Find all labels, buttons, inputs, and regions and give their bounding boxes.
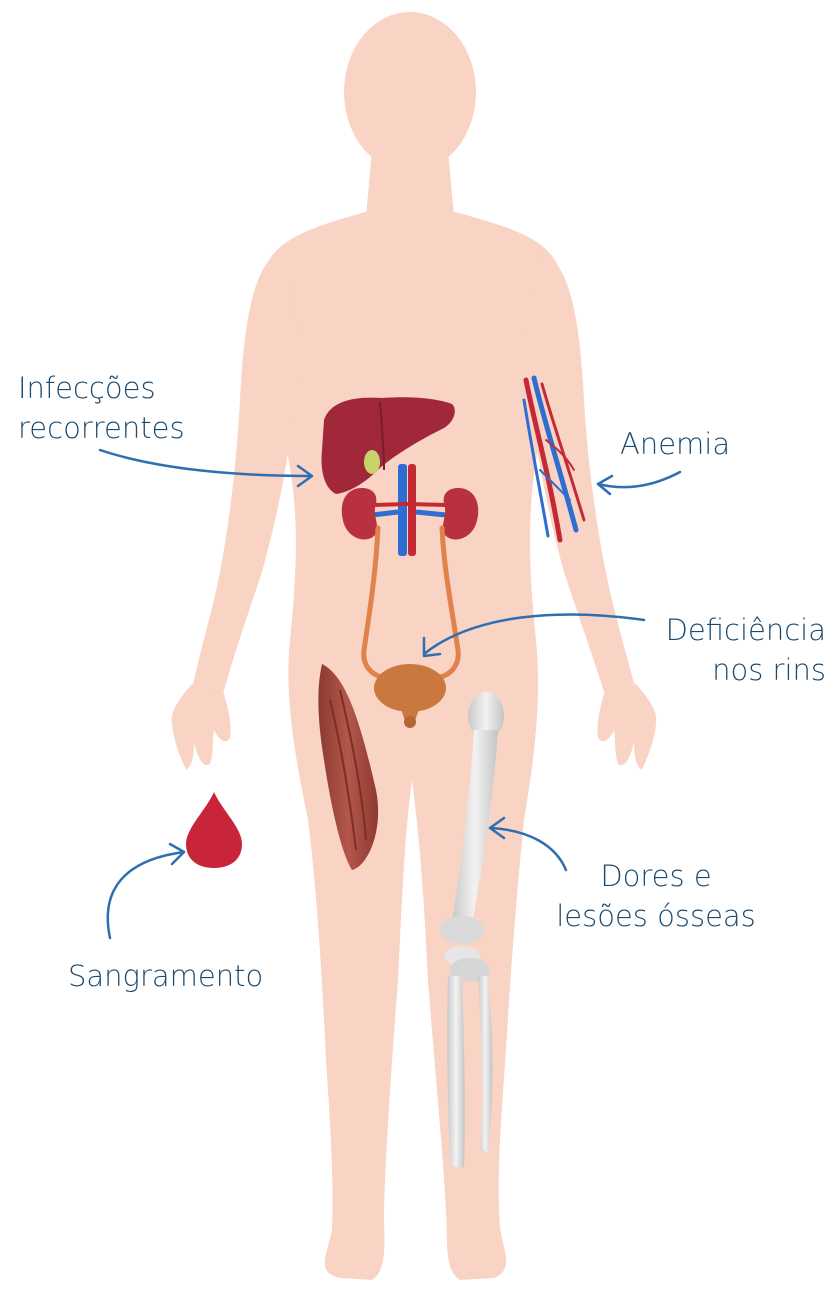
arrow-sangramento [108, 844, 184, 938]
human-body-icon [172, 12, 657, 1280]
label-sangramento: Sangramento [68, 956, 263, 996]
label-anemia: Anemia [620, 424, 730, 464]
arrow-anemia [598, 472, 680, 494]
label-deficiencia-nos-rins: Deficiência nos rins [630, 610, 826, 690]
label-infeccoes-recorrentes: Infecções recorrentes [18, 368, 185, 448]
blood-drop-icon [186, 792, 242, 868]
label-dores-e-lesoes-osseas: Dores e lesões ósseas [556, 856, 756, 936]
